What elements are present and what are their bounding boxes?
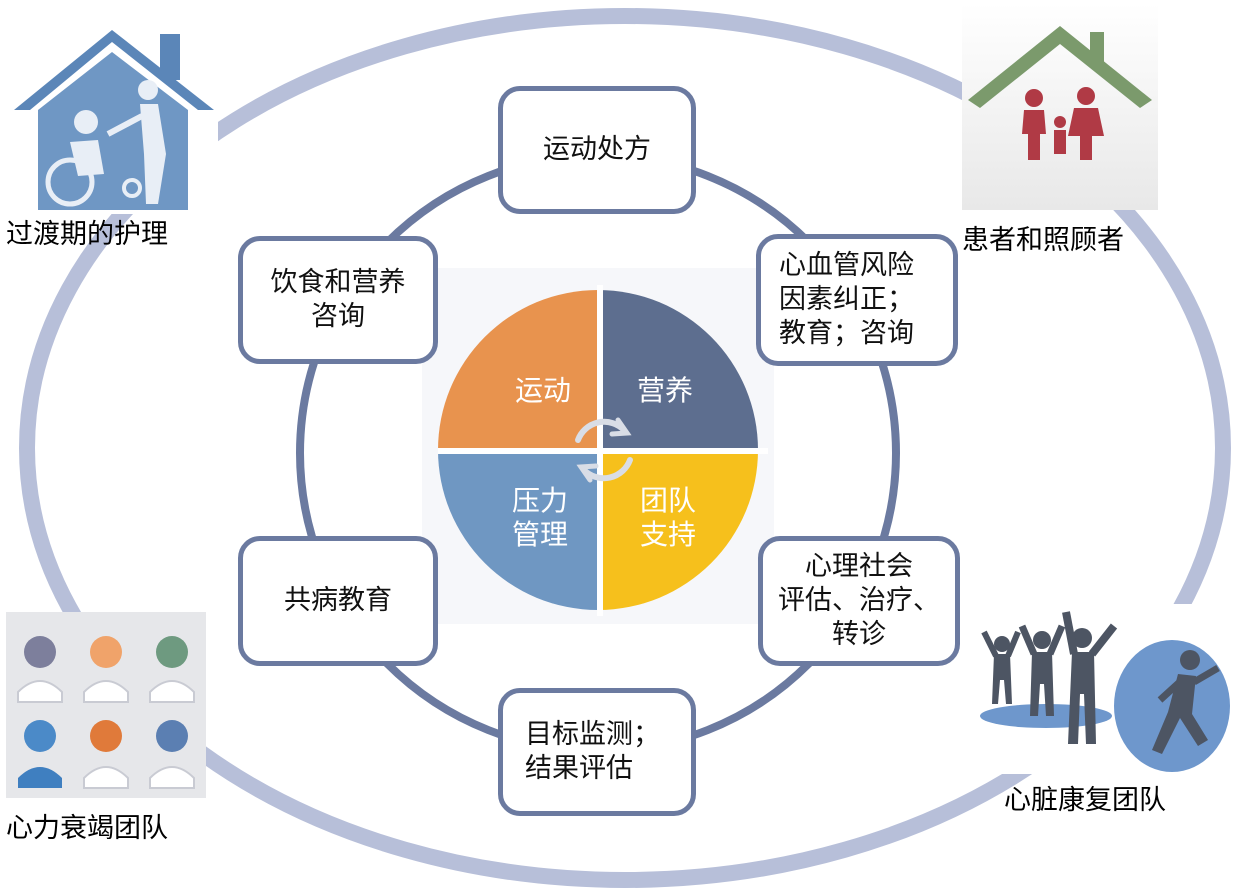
medical-team-icon [6, 612, 206, 798]
quadrant-team [598, 450, 758, 610]
box-exercise-prescription: 运动处方 [498, 86, 696, 214]
label-team-support: 团队 支持 [639, 484, 696, 551]
cycle-arrows-icon [575, 417, 633, 483]
quadrant-stress [438, 450, 598, 610]
box-cardiovascular-risk: 心血管风险 因素纠正； 教育；咨询 [756, 234, 958, 366]
corner-label-transitional-care: 过渡期的护理 [6, 219, 168, 250]
quadrant-nutrition [598, 290, 758, 450]
label-exercise: 运动 [514, 374, 571, 407]
outer-ring [19, 8, 1231, 888]
box-comorbidity-education: 共病教育 [238, 536, 438, 666]
exercise-people-icon [972, 604, 1242, 774]
quadrant-exercise [438, 290, 598, 450]
corner-label-cardiac-rehab-team: 心脏康复团队 [1004, 785, 1166, 816]
corner-label-heart-failure-team: 心力衰竭团队 [6, 813, 168, 844]
corner-label-patient-caregiver: 患者和照顾者 [962, 225, 1124, 256]
box-diet-nutrition: 饮食和营养 咨询 [238, 236, 438, 364]
label-stress-management: 压力 管理 [511, 484, 568, 551]
family-home-icon [962, 4, 1158, 210]
box-psychosocial: 心理社会 评估、治疗、 转诊 [758, 536, 960, 666]
home-care-icon [8, 4, 218, 214]
box-goal-monitoring: 目标监测； 结果评估 [498, 688, 696, 816]
label-nutrition: 营养 [636, 374, 693, 407]
